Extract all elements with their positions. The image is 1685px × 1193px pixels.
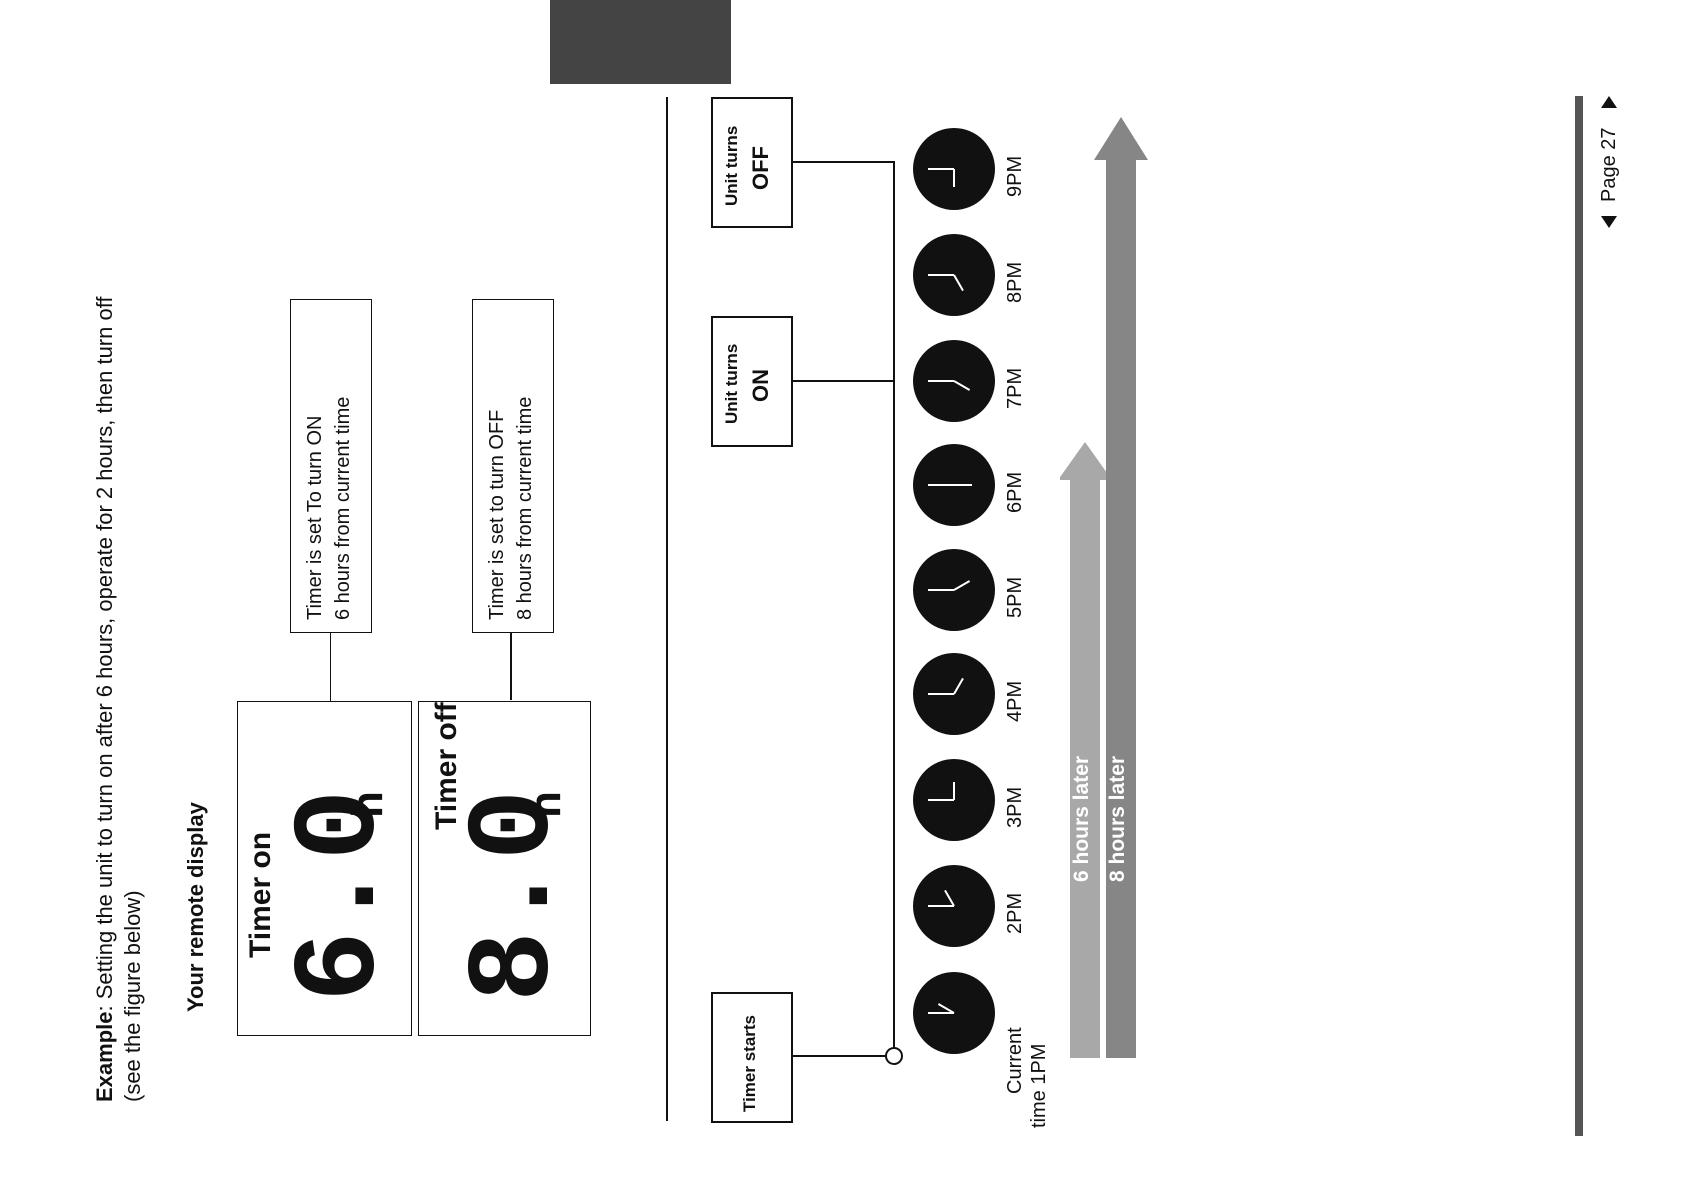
section-divider [666,97,668,1121]
unit-on-label-2: ON [748,369,773,402]
eight-hours-label: 8 hours later [1106,755,1129,882]
current-time-line-1: Current [1004,1027,1026,1094]
section-tab [550,0,731,84]
clock-hands [928,274,964,292]
timeline-axis [893,161,895,1057]
six-hours-arrow [1060,442,1112,1058]
eight-hours-arrow [1094,117,1148,1058]
clock-icon [913,549,995,631]
clock-hands [928,677,964,695]
on-connector [793,380,893,382]
time-label: 7PM [1004,367,1026,409]
duration-arrows [1060,117,1148,1058]
time-label: 2PM [1004,892,1026,934]
timer-on-value: 6.0 [276,789,409,1002]
time-label: 5PM [1004,576,1026,618]
timer-on-label: Timer on [244,831,277,958]
timer-starts-box [711,992,793,1123]
page-bar [1575,96,1583,1136]
clock-icon [913,865,995,947]
clock-icon [913,972,995,1054]
clock-icon [913,340,995,422]
timer-off-unit: h [521,791,570,818]
timeline-start-marker [885,1047,903,1065]
clock-hour-hand [953,380,971,391]
callout-off-connector [510,633,512,700]
unit-on-box [711,316,793,447]
clock-icon [913,444,995,526]
callout-timer-off [472,299,554,633]
time-label: 6PM [1004,471,1026,513]
clock-hands [928,1003,955,1014]
clock-hour-hand [937,1003,955,1014]
page-number: Page 27 [1598,127,1620,202]
page-down-icon[interactable] [1601,216,1617,228]
clock-hands [928,380,971,391]
unit-off-label-1: Unit turns [722,125,741,206]
example-line-2: (see the figure below) [120,890,145,1102]
clock-hands [928,168,955,187]
unit-off-label-2: OFF [748,146,773,190]
start-connector [793,1055,893,1057]
clock-hands [928,782,955,801]
timer-off-display [418,701,591,1036]
timer-off-value: 8.0 [450,789,583,1002]
time-label: 4PM [1004,680,1026,722]
remote-display-title: Your remote display [183,802,208,1012]
example-line-1: Example: Setting the unit to turn on aft… [92,296,118,1102]
time-label: 3PM [1004,786,1026,828]
callout-on-connector [330,633,331,701]
timer-on-display [237,701,412,1036]
clock-icon [913,759,995,841]
time-label: 9PM [1004,155,1026,197]
clock-hands [928,889,955,907]
six-hours-label: 6 hours later [1070,755,1093,882]
example-text: : Setting the unit to turn on after 6 ho… [92,296,117,1012]
callout-off-line-2: 8 hours from current time [514,396,536,620]
off-connector [793,161,893,163]
callout-timer-on [290,299,372,633]
unit-off-box [711,97,793,228]
clock-hour-hand [953,677,964,695]
example-label: Example [92,1011,117,1103]
timer-starts-label: Timer starts [740,1014,759,1112]
clock-hands [928,580,971,591]
timer-on-unit: h [343,791,392,818]
clock-icon [913,234,995,316]
clock-hands [928,484,972,486]
current-time-line-2: time 1PM [1028,1043,1050,1128]
unit-on-label-1: Unit turns [722,343,741,424]
page-up-icon[interactable] [1601,96,1617,108]
callout-off-line-1: Timer is set to turn OFF [486,409,508,620]
clock-hour-hand [953,274,964,292]
callout-on-line-1: Timer is set To turn ON [304,415,326,621]
clock-hour-hand [944,889,955,907]
time-label: 8PM [1004,261,1026,303]
clock-hour-hand [953,580,971,591]
callout-on-line-2: 6 hours from current time [332,396,354,620]
clock-icon [913,653,995,735]
clock-icon [913,128,995,210]
